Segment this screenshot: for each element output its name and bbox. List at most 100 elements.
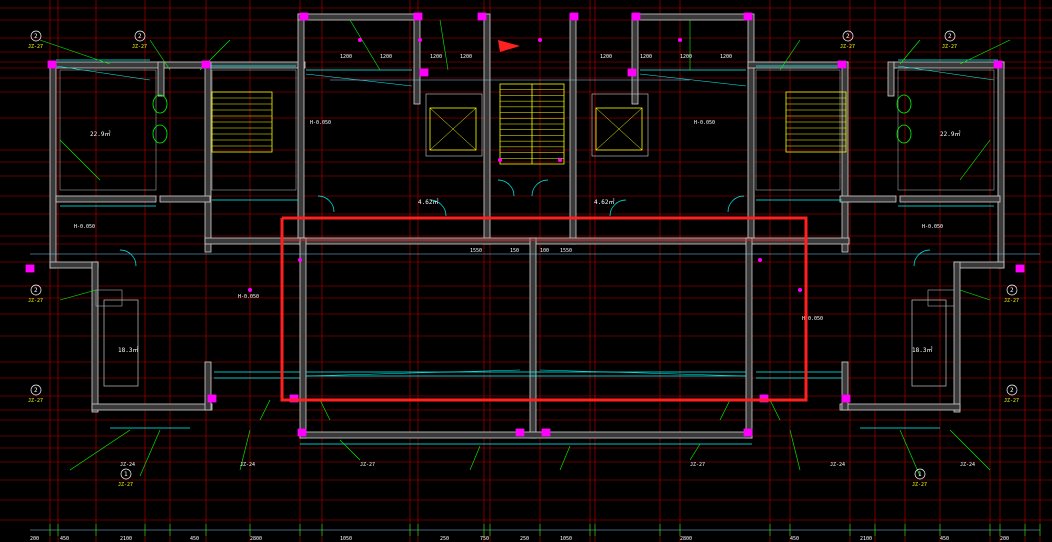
bed-outline	[911, 299, 947, 387]
room-code: JZ-24	[240, 462, 255, 468]
callout-marker	[627, 68, 637, 77]
leader-line	[959, 39, 1011, 65]
window-sill-line	[897, 65, 995, 81]
leader-line	[69, 429, 131, 471]
leader-line	[239, 429, 251, 471]
dimension-text: 1200	[430, 54, 442, 60]
axis-bubble	[30, 384, 42, 396]
dimension-text: 1550	[560, 248, 572, 254]
wall-segment	[529, 237, 537, 439]
room-code: JZ-27	[690, 462, 705, 468]
callout-dot	[498, 158, 502, 162]
callout-marker	[541, 428, 551, 437]
door-swing	[497, 179, 515, 197]
door-swing	[317, 195, 335, 213]
wall-segment	[157, 61, 165, 97]
toilet-fixture	[896, 124, 912, 144]
callout-marker	[297, 428, 307, 437]
leader-line	[59, 289, 97, 301]
leader-line	[59, 139, 101, 181]
dimension-text: 1200	[340, 54, 352, 60]
dimension-text: 1050	[560, 536, 572, 542]
room-code: JZ-24	[120, 462, 135, 468]
level-label: H-0.050	[238, 294, 259, 300]
axis-bubble-number: 2	[138, 33, 142, 40]
wall-segment	[55, 195, 157, 203]
axis-bubble-ref: JZ-27	[840, 44, 855, 50]
door-swing	[913, 249, 931, 267]
axis-bubble-number: 2	[1010, 387, 1014, 394]
bed-outline	[103, 299, 139, 387]
axis-bubble-number: 1	[124, 471, 128, 478]
callout-marker	[477, 12, 487, 21]
axis-bubble	[120, 468, 132, 480]
leader-line	[899, 429, 921, 477]
wall-segment	[204, 61, 306, 69]
callout-marker	[837, 60, 847, 69]
window-lines	[55, 59, 998, 445]
axis-bubble-number: 2	[34, 387, 38, 394]
room-code: JZ-24	[960, 462, 975, 468]
dimension-text: 250	[440, 536, 449, 542]
room-outline	[755, 69, 841, 191]
wall-segment	[893, 61, 1005, 69]
wall-segment	[569, 13, 577, 245]
dimension-text: 2800	[250, 536, 262, 542]
axis-bubble-ref: JZ-27	[118, 482, 133, 488]
wall-segment	[297, 13, 421, 21]
leader-line	[959, 139, 991, 181]
callout-marker	[299, 12, 309, 21]
highlight-rect	[280, 216, 808, 402]
leader-line	[899, 39, 921, 65]
wall-segment	[841, 61, 849, 253]
leader-line	[39, 39, 111, 65]
leader-line	[689, 443, 701, 461]
dimension-text: 450	[60, 536, 69, 542]
callout-marker	[47, 60, 57, 69]
leader-line	[959, 289, 991, 301]
area-label: 18.3㎡	[912, 346, 932, 354]
callout-marker	[743, 428, 753, 437]
door-swing	[429, 199, 447, 217]
axis-bubble	[842, 30, 854, 42]
dimension-text: 450	[790, 536, 799, 542]
leader-line	[469, 445, 481, 471]
dimension-text: 450	[190, 536, 199, 542]
axis-bubble	[1006, 384, 1018, 396]
wall-segment	[297, 13, 305, 245]
wall-segment	[204, 237, 850, 245]
wall-segment	[49, 261, 99, 269]
wall-segment	[483, 13, 491, 245]
leader-line	[349, 19, 381, 71]
north-arrow	[498, 40, 520, 52]
room-code: JZ-24	[830, 462, 845, 468]
door-swing	[119, 249, 137, 267]
callout-markers	[25, 12, 1025, 437]
callout-marker	[413, 12, 423, 21]
door-swing	[609, 199, 627, 217]
callout-marker	[207, 394, 217, 403]
shaft-frame	[425, 93, 483, 157]
leader-line	[439, 19, 449, 71]
callout-dot	[248, 288, 252, 292]
wall-segment	[997, 61, 1005, 269]
window-sill-line	[305, 369, 521, 377]
wall-segment	[953, 261, 1005, 269]
leader-line	[339, 439, 361, 461]
wall-segment	[204, 361, 212, 411]
callout-dot	[678, 38, 682, 42]
dimension-text: 200	[30, 536, 39, 542]
wall-segment	[49, 61, 57, 269]
leader-line	[559, 445, 571, 471]
callout-marker	[1015, 264, 1025, 273]
dimension-text: 2800	[680, 536, 692, 542]
wall-segment	[49, 61, 209, 69]
leader-line	[139, 429, 161, 477]
axis-bubble-number: 2	[948, 33, 952, 40]
callout-marker	[25, 264, 35, 273]
callout-marker	[841, 394, 851, 403]
wall-segment	[745, 237, 753, 439]
callout-dot	[358, 38, 362, 42]
